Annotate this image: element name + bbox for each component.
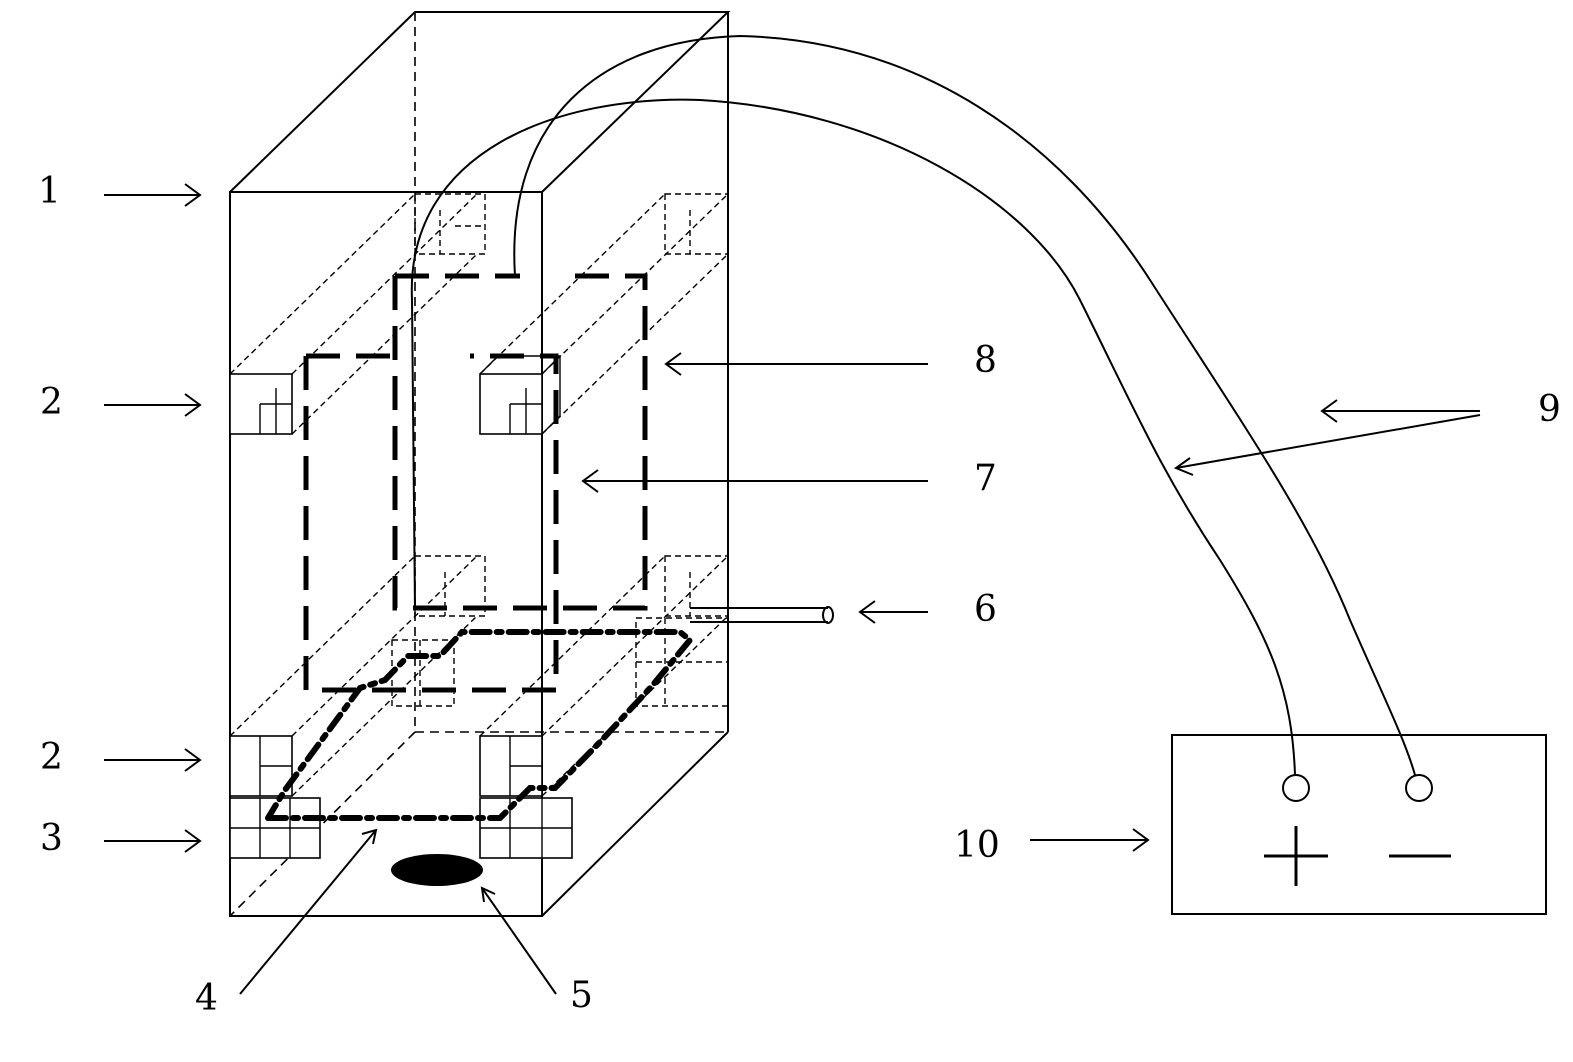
arrow-3 (104, 829, 202, 853)
label-3: 3 (40, 818, 63, 859)
negative-terminal (1405, 774, 1433, 802)
electrode-back (392, 273, 648, 611)
label-8: 8 (974, 340, 997, 381)
arrow-8 (664, 352, 928, 376)
label-6: 6 (974, 589, 997, 630)
leader-arrows (104, 183, 1481, 995)
part-labels: 1 2 2 3 4 5 6 7 8 9 10 (38, 171, 1561, 1019)
arrow-7 (581, 469, 928, 493)
label-5: 5 (570, 975, 593, 1016)
negative-wire (513, 34, 1416, 776)
stir-bar (391, 854, 483, 886)
wires (410, 34, 1416, 776)
arrow-4 (239, 828, 378, 995)
positive-wire (410, 98, 1296, 776)
arrow-1 (104, 183, 202, 207)
inlet-pipe (690, 606, 834, 624)
label-4: 4 (195, 978, 218, 1019)
label-10: 10 (954, 825, 1000, 866)
lower-support-rails (229, 555, 729, 797)
arrow-9b (1173, 414, 1481, 476)
bottom-support (229, 617, 729, 859)
arrow-2b (104, 748, 202, 772)
upper-support-rails (229, 193, 729, 435)
electrode-bottom (265, 629, 695, 821)
label-7: 7 (974, 458, 997, 499)
arrow-6 (858, 600, 928, 624)
positive-terminal (1282, 774, 1310, 802)
arrow-5 (480, 886, 557, 995)
power-supply (1171, 734, 1547, 915)
arrow-2a (104, 393, 202, 417)
arrow-9a (1320, 399, 1480, 423)
arrow-10 (1030, 828, 1150, 852)
label-2-lower: 2 (40, 737, 63, 778)
label-9: 9 (1538, 389, 1561, 430)
label-2-upper: 2 (40, 382, 63, 423)
electrode-front (303, 353, 559, 693)
label-1: 1 (38, 171, 61, 212)
